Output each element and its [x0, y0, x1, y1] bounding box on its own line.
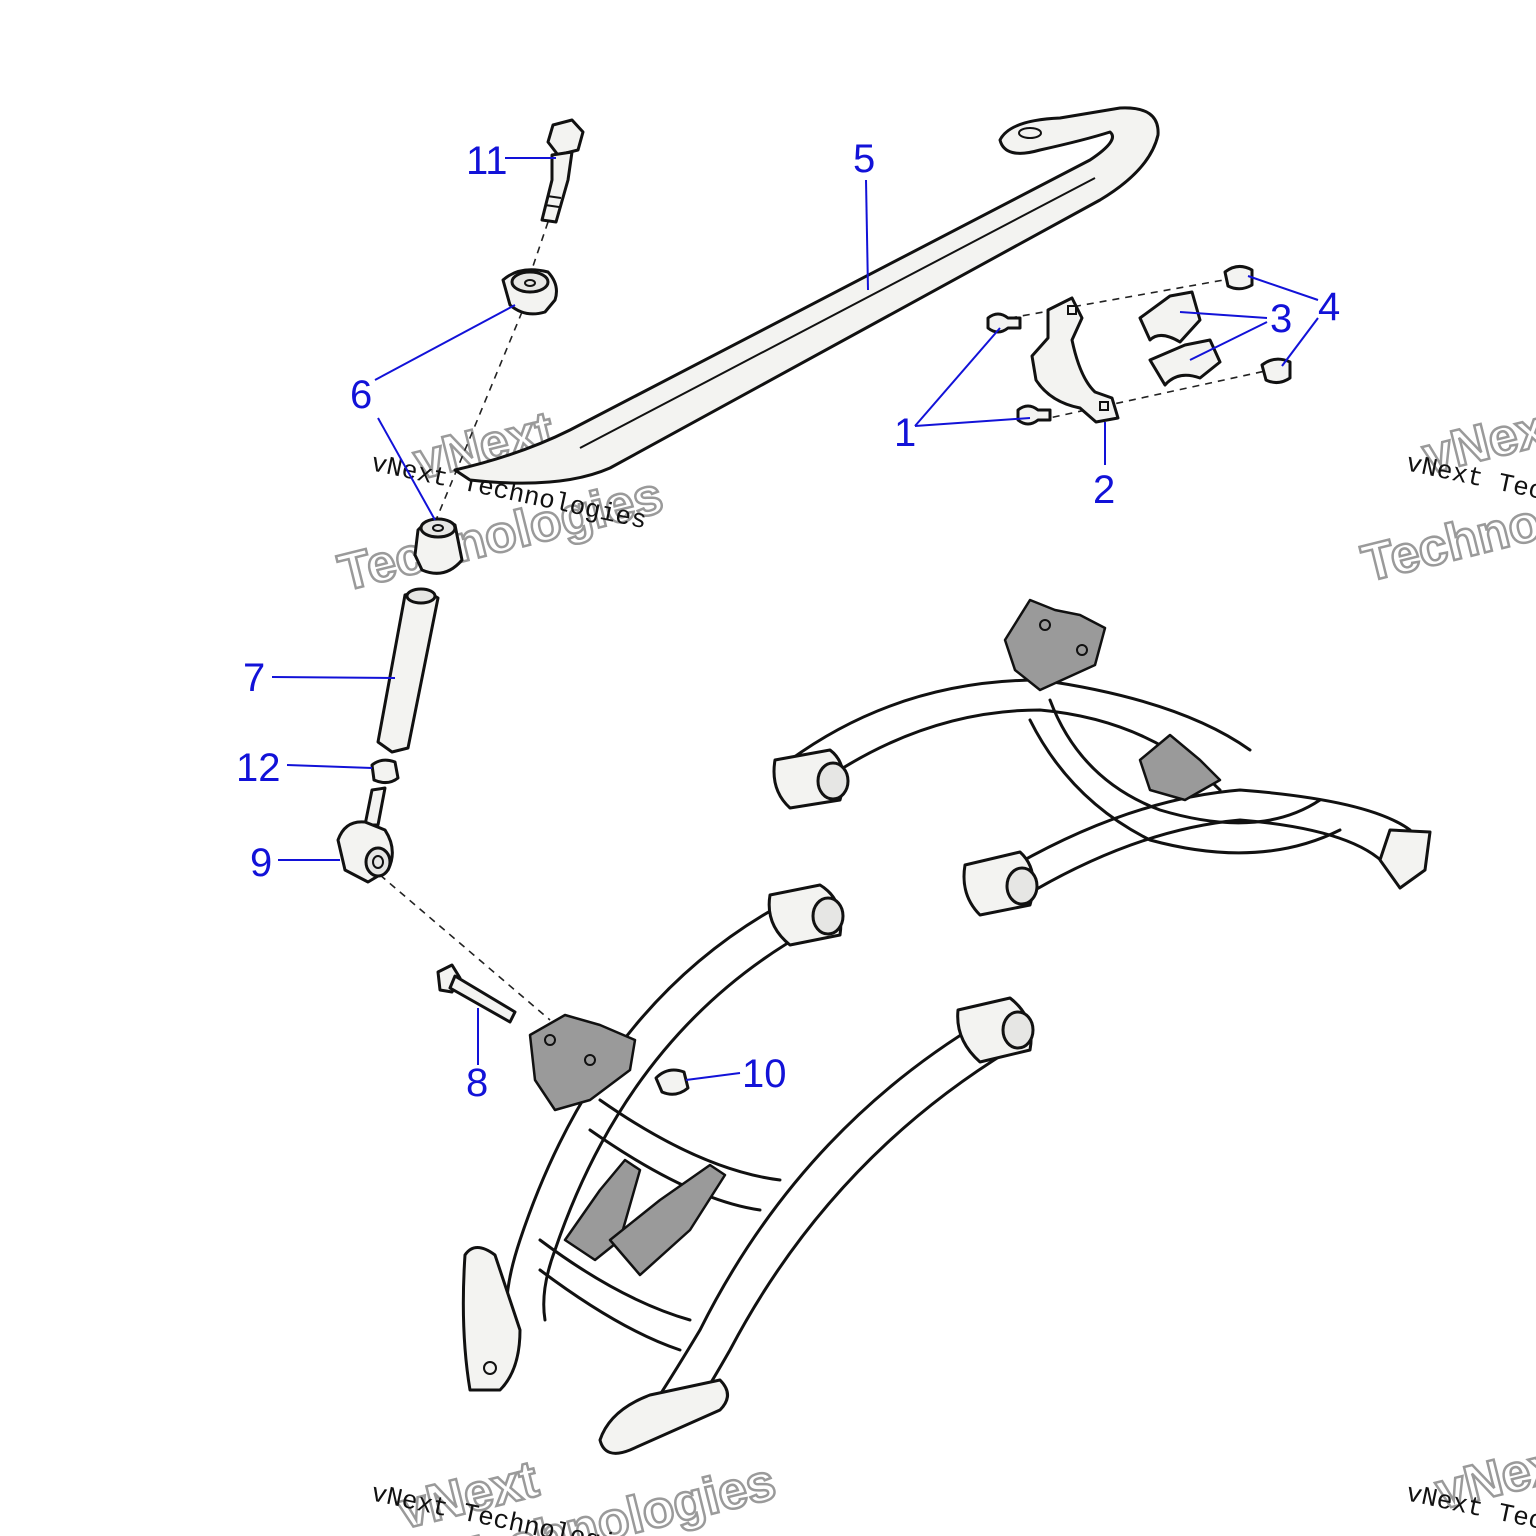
rod-end	[336, 786, 394, 884]
leader-lines	[271, 157, 1319, 1081]
link-rod	[376, 587, 440, 754]
bolt-upper	[540, 118, 585, 224]
callout-9: 9	[250, 841, 272, 885]
bar-bushings	[1138, 290, 1222, 387]
clamp-bracket	[1030, 296, 1120, 424]
callout-6: 6	[350, 373, 372, 417]
bolts-clamp	[986, 312, 1052, 426]
callout-8: 8	[466, 1061, 488, 1105]
callout-11: 11	[466, 139, 508, 183]
callout-2: 2	[1093, 468, 1115, 512]
bushing-upper	[501, 268, 558, 316]
nuts-clamp	[1223, 265, 1292, 385]
callout-4: 4	[1318, 285, 1340, 329]
bolt-lower	[436, 963, 517, 1024]
callout-1: 1	[894, 411, 916, 455]
callout-labels: 11 5 6 7 12 9 8 10 1 2 3 4	[236, 137, 1340, 1105]
callout-12: 12	[236, 746, 281, 790]
stabilizer-bar	[453, 106, 1160, 485]
callout-7: 7	[243, 656, 265, 700]
assembly-lines	[379, 221, 1271, 1021]
callout-3: 3	[1270, 297, 1292, 341]
bushing-lower	[413, 517, 464, 575]
nut-link	[370, 758, 400, 785]
control-arm-upper	[772, 598, 1432, 917]
callout-10: 10	[742, 1052, 787, 1096]
callout-5: 5	[853, 137, 875, 181]
control-arm-lower	[461, 883, 1035, 1455]
nut-lower	[654, 1068, 690, 1096]
